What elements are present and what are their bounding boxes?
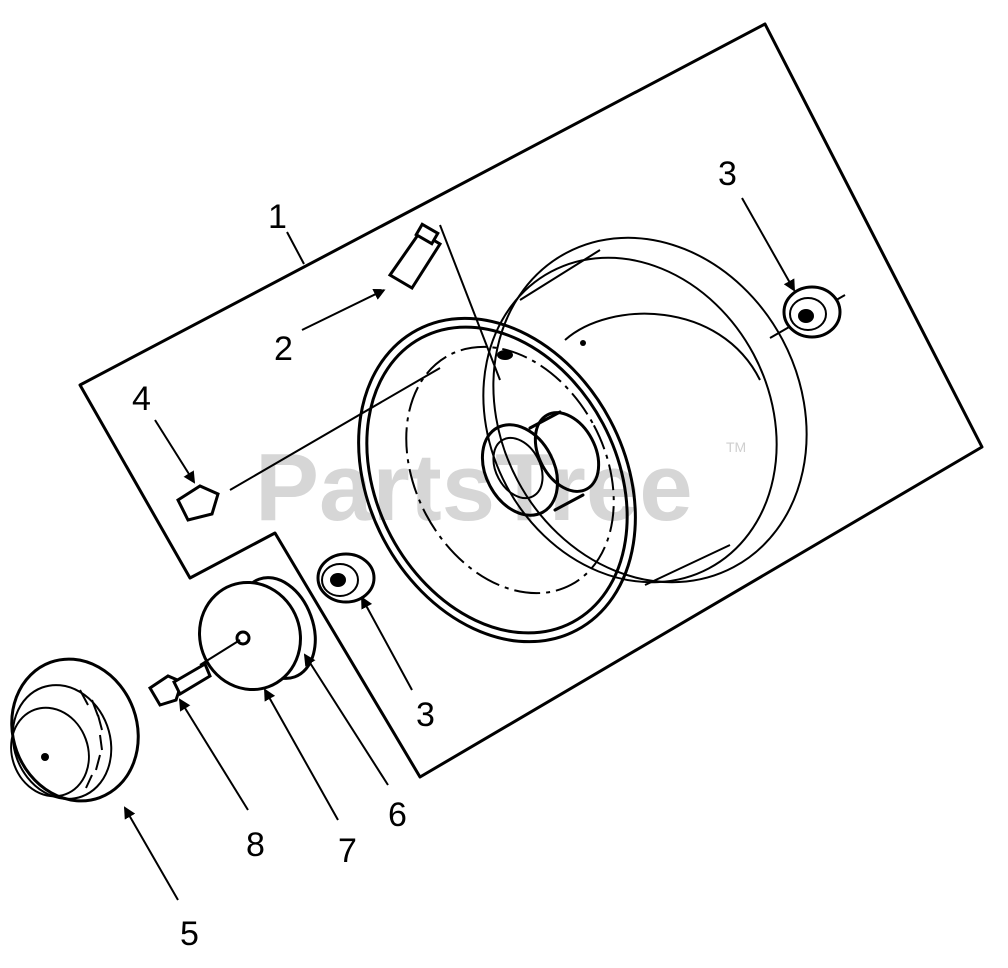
valve-cap (176, 484, 220, 522)
callout-7: 7 (338, 832, 357, 870)
leader-4 (154, 419, 196, 484)
valve-stem (387, 222, 443, 291)
hub-cap (10, 657, 140, 803)
leader-2 (301, 288, 386, 331)
callout-4: 4 (132, 380, 151, 418)
callout-6: 6 (388, 796, 407, 834)
bearing-rear (782, 285, 842, 339)
washer (198, 580, 302, 692)
callout-3-rear: 3 (718, 155, 737, 193)
callout-2: 2 (274, 330, 293, 368)
bolt-centerline (199, 639, 241, 666)
watermark-trademark: TM (726, 439, 746, 455)
watermark-text: PartsTree (255, 434, 693, 541)
leader-7 (264, 688, 339, 821)
leader-3-rear (741, 197, 795, 292)
callout-5: 5 (180, 915, 199, 953)
valve-stem-guide (439, 224, 501, 381)
axle-centerline (229, 367, 441, 491)
callout-1: 1 (268, 198, 287, 236)
leader-1 (286, 231, 305, 265)
leader-3-front (361, 596, 413, 691)
leader-5 (124, 806, 179, 901)
assembly-boundary (78, 22, 984, 779)
leader-6 (303, 653, 389, 786)
callout-8: 8 (246, 826, 265, 864)
bearing-front (316, 552, 376, 604)
bolt (147, 661, 212, 707)
wheel-rim (357, 236, 808, 644)
leader-8 (178, 698, 249, 811)
callout-3-front: 3 (416, 696, 435, 734)
